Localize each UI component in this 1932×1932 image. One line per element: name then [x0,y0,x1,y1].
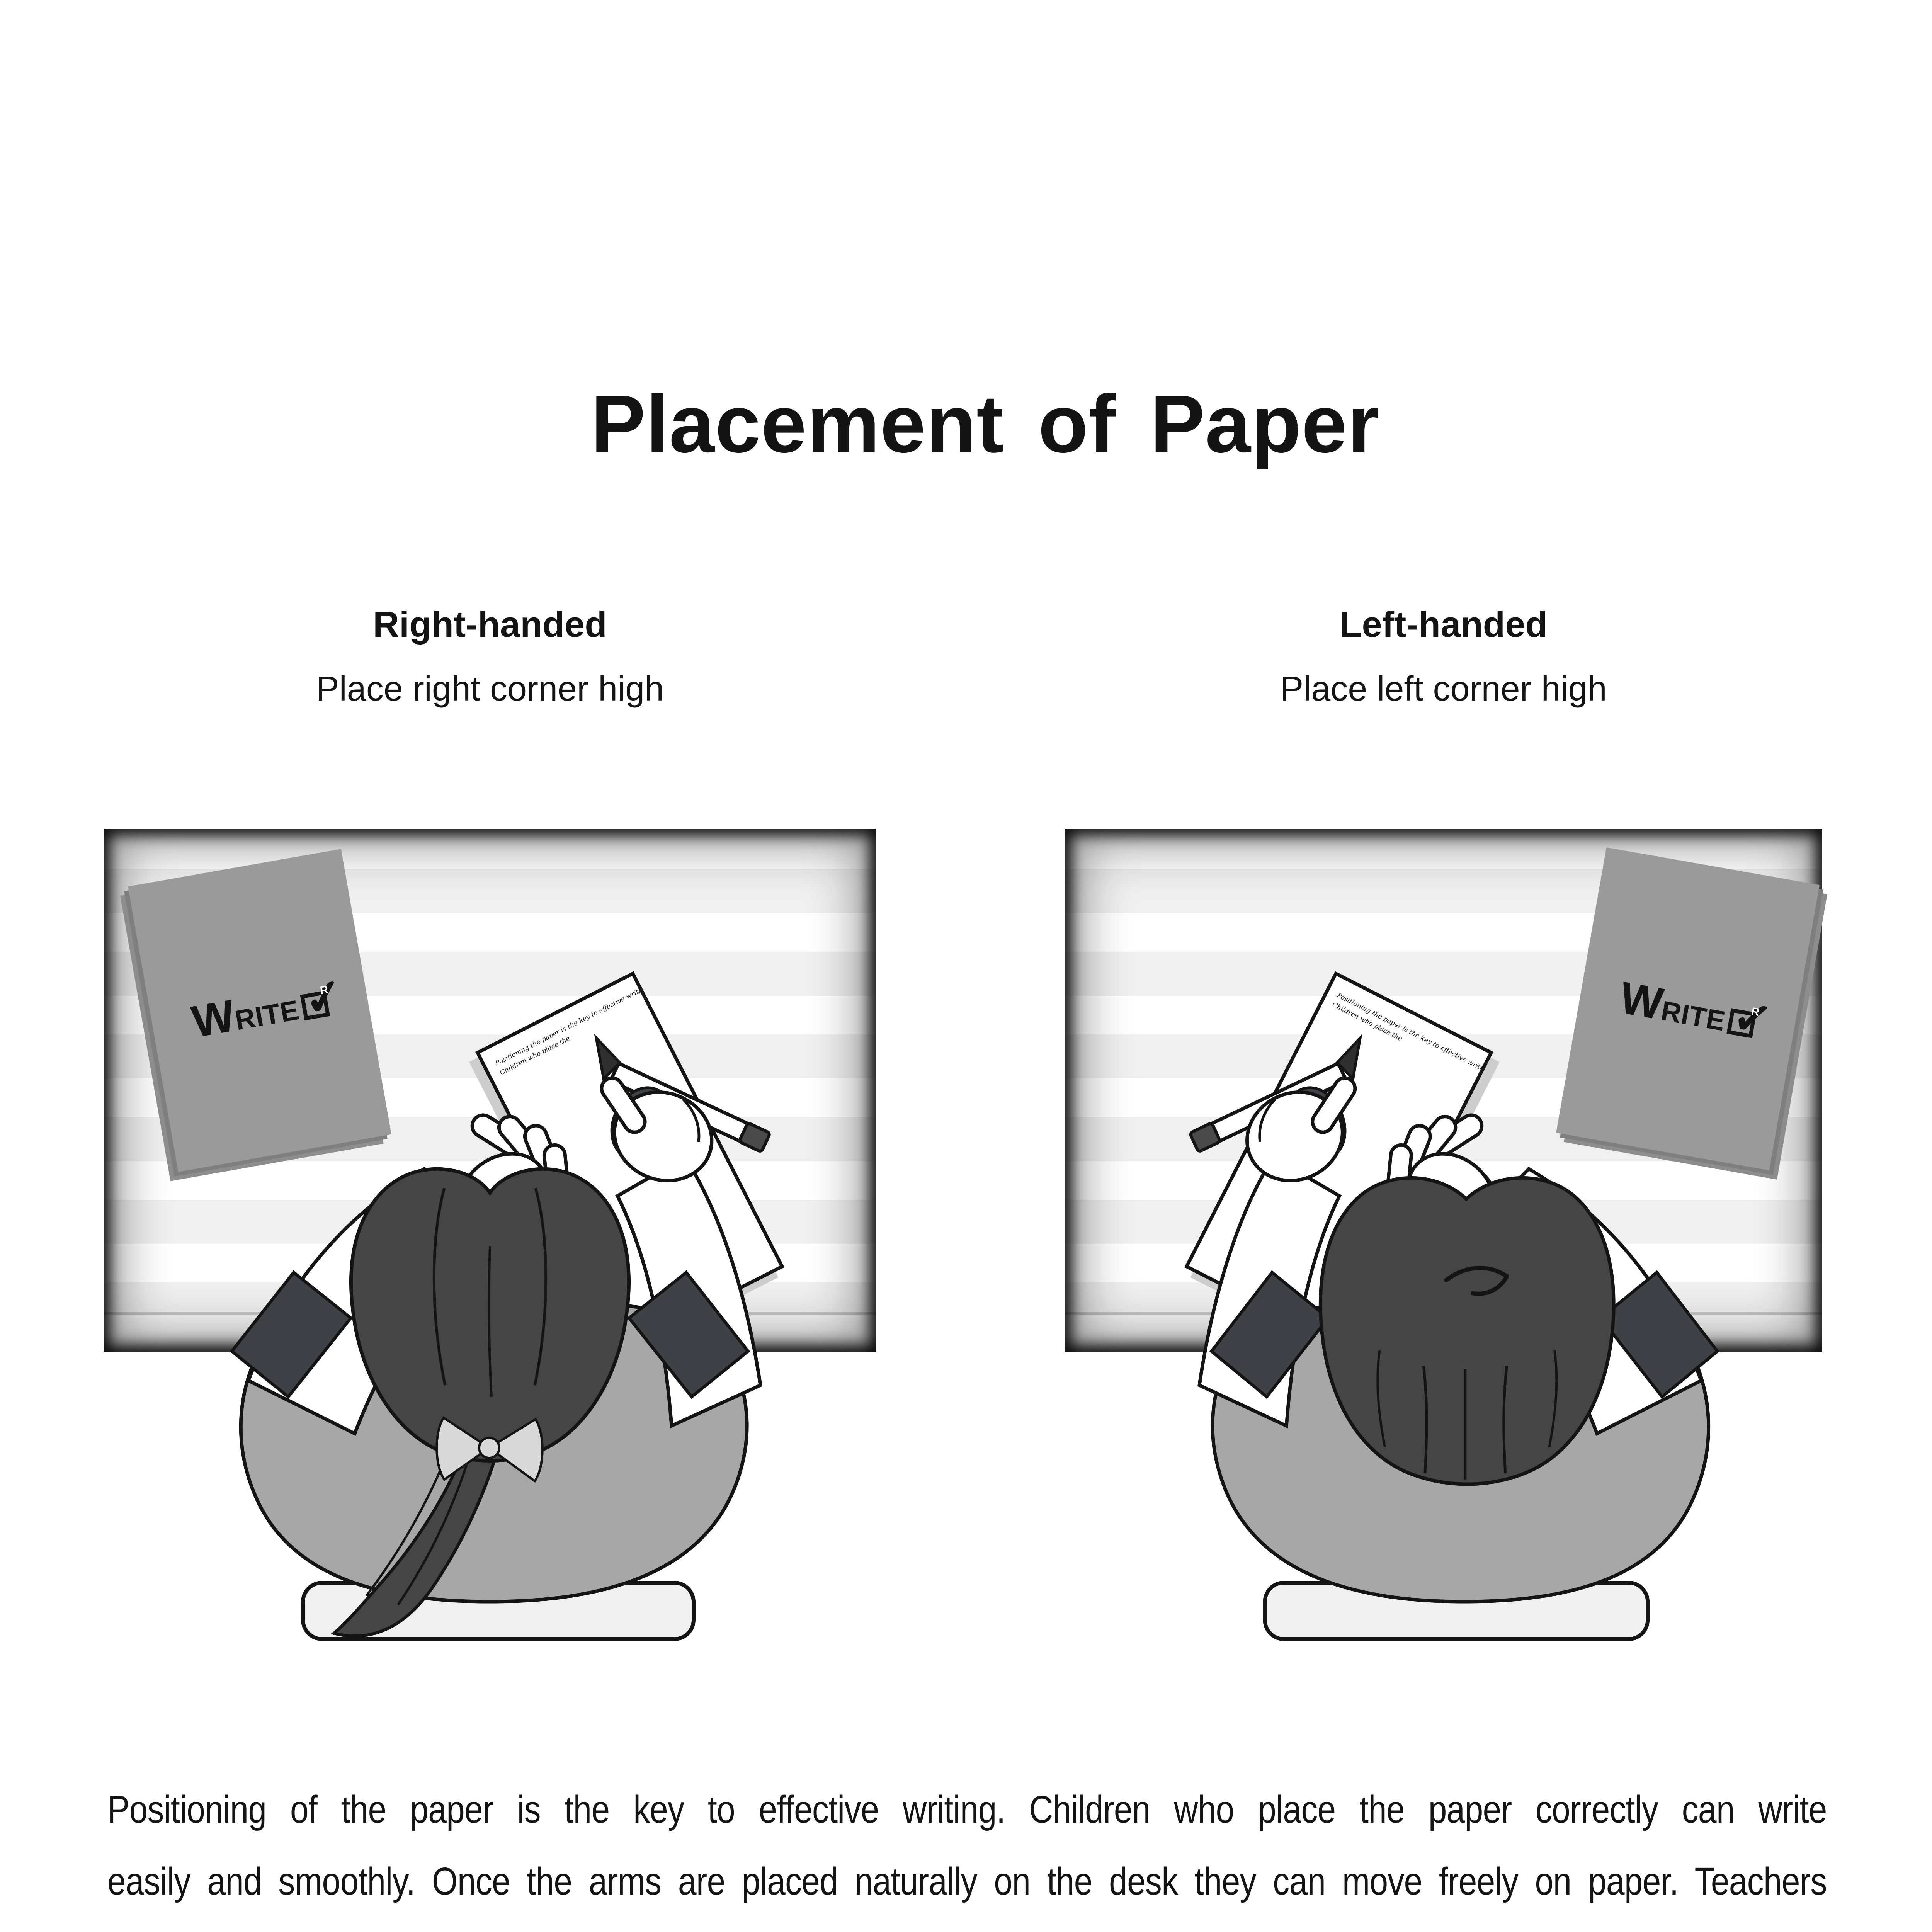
paragraph-line: and parents should teach their child to … [107,1917,1827,1932]
right-handed-heading: Right-handed [373,604,607,645]
paragraph-line: Positioning of the paper is the key to e… [107,1788,1827,1831]
right-handed-subheading: Place right corner high [316,670,664,708]
page-title: Placement of Paper [591,378,1380,469]
body-paragraph: Positioning of the paper is the key to e… [107,1774,1827,1932]
paragraph-line: easily and smoothly. Once the arms are p… [107,1860,1827,1903]
left-handed-heading: Left-handed [1340,604,1548,645]
girl-figure-illustration [104,829,876,1656]
left-handed-subheading: Place left corner high [1280,670,1607,708]
boy-figure-illustration [1065,829,1822,1656]
